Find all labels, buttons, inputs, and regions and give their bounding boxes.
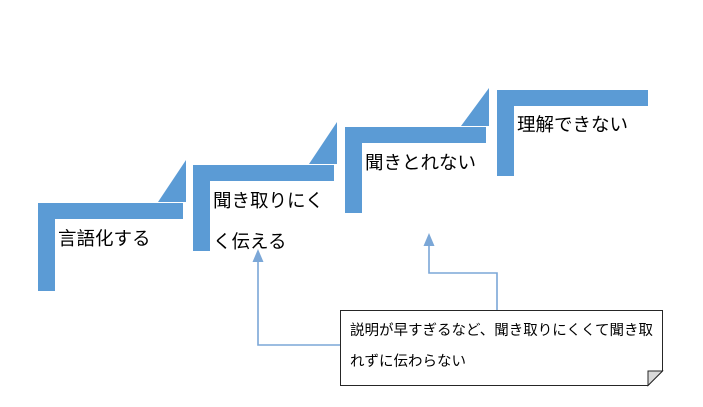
step-1-riser-triangle <box>158 160 186 202</box>
connector-to-step-3[interactable] <box>423 233 498 311</box>
step-1-vertical-bar <box>38 203 55 291</box>
step-1-label: 言語化する <box>58 228 151 249</box>
step-4-vertical-bar <box>497 90 514 176</box>
step-1-shape[interactable] <box>38 203 183 291</box>
step-2-label: 聞き取りにくく伝える <box>213 190 324 252</box>
step-3-riser-triangle <box>461 88 489 126</box>
note-callout-shape[interactable] <box>340 310 664 387</box>
note-callout-fold <box>647 370 664 387</box>
step-2-shape[interactable] <box>193 165 334 251</box>
step-3-vertical-bar <box>345 127 362 213</box>
step-2-top-bar <box>193 165 334 181</box>
step-1-top-bar <box>38 203 183 219</box>
step-2-riser-triangle <box>309 122 337 164</box>
note-callout-text: 説明が早すぎるなど、聞き取りにくくて聞き取れずに伝わらない <box>350 323 654 370</box>
step-4-shape[interactable] <box>497 90 648 176</box>
connector-to-step-2-arrowhead <box>252 249 264 262</box>
step-3-label: 聞きとれない <box>365 152 477 173</box>
step-3-shape[interactable] <box>345 127 486 213</box>
step-4-top-bar <box>497 90 648 106</box>
connector-to-step-2[interactable] <box>252 249 341 346</box>
connector-to-step-2-line <box>257 261 340 346</box>
step-2-vertical-bar <box>193 165 210 251</box>
connector-to-step-3-line <box>428 245 498 311</box>
connector-to-step-3-arrowhead <box>423 233 435 246</box>
step-3-top-bar <box>345 127 486 143</box>
step-4-label: 理解できない <box>517 114 629 135</box>
